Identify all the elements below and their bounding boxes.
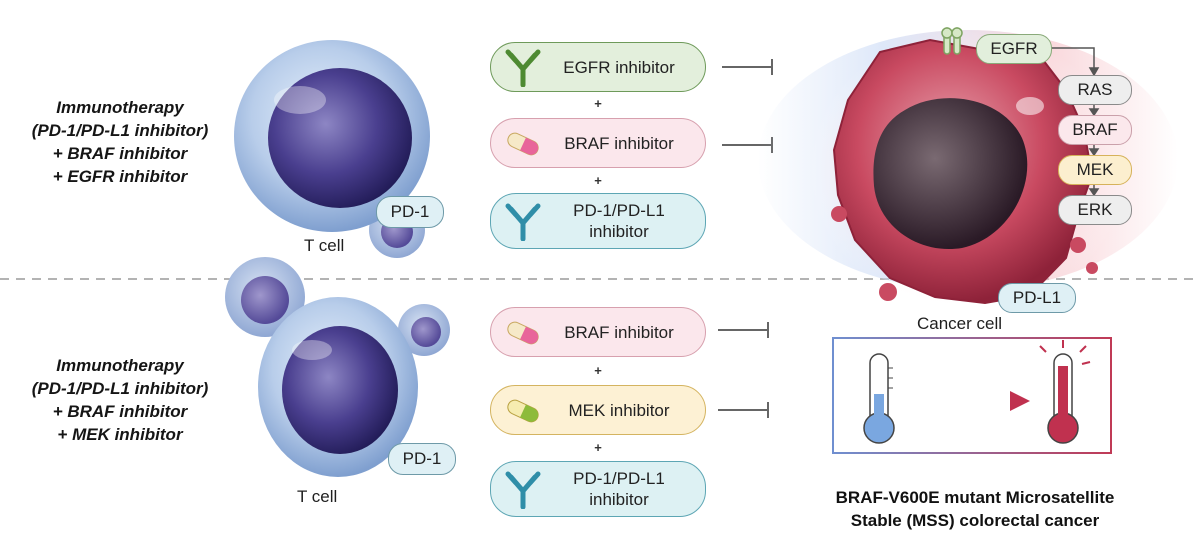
pd1-label-top: PD-1 bbox=[376, 196, 444, 228]
cold-to-hot-panel bbox=[832, 337, 1112, 454]
strategy-bottom: Immunotherapy (PD-1/PD-L1 inhibitor) + B… bbox=[0, 354, 240, 446]
drug-braf-inhibitor-top: BRAF inhibitor bbox=[490, 118, 706, 168]
plus-sign: + bbox=[594, 173, 602, 188]
egfr-receptor-icon bbox=[941, 27, 963, 55]
pathway-ras: RAS bbox=[1058, 75, 1132, 105]
t-cell-top bbox=[234, 40, 430, 258]
drug-label: BRAF inhibitor bbox=[564, 322, 674, 342]
strategy-top: Immunotherapy (PD-1/PD-L1 inhibitor) + B… bbox=[0, 96, 240, 188]
cancer-type-caption: BRAF-V600E mutant Microsatellite Stable … bbox=[800, 486, 1150, 532]
capsule-icon bbox=[507, 321, 539, 345]
pd1-label-bottom: PD-1 bbox=[388, 443, 456, 475]
antibody-icon bbox=[505, 203, 541, 241]
drug-braf-inhibitor-bottom: BRAF inhibitor bbox=[490, 307, 706, 357]
t-cell-label-top: T cell bbox=[304, 236, 345, 255]
pathway-mek: MEK bbox=[1058, 155, 1132, 185]
strategy-line: + BRAF inhibitor bbox=[52, 144, 188, 163]
drug-pd1-pdl1-inhibitor-top: PD-1/PD-L1 inhibitor bbox=[490, 193, 706, 249]
cancer-cell bbox=[758, 30, 1178, 310]
strategy-line: (PD-1/PD-L1 inhibitor) bbox=[31, 121, 209, 140]
plus-sign: + bbox=[594, 440, 602, 455]
pathway-braf: BRAF bbox=[1058, 115, 1132, 145]
drug-egfr-inhibitor-top: EGFR inhibitor bbox=[490, 42, 706, 92]
strategy-line: Immunotherapy bbox=[56, 98, 184, 117]
plus-sign: + bbox=[594, 363, 602, 378]
strategy-line: + BRAF inhibitor bbox=[52, 402, 188, 421]
caption-line: BRAF-V600E mutant Microsatellite bbox=[835, 488, 1115, 507]
t-cell-bottom bbox=[225, 257, 450, 477]
plus-sign: + bbox=[594, 96, 602, 111]
drug-label: PD-1/PD-L1 inhibitor bbox=[573, 469, 665, 509]
inhibition-markers bbox=[718, 59, 773, 418]
drug-label: BRAF inhibitor bbox=[564, 133, 674, 153]
antibody-icon bbox=[505, 471, 541, 509]
caption-line: Stable (MSS) colorectal cancer bbox=[850, 511, 1100, 530]
strategy-line: Immunotherapy bbox=[56, 356, 184, 375]
pathway-egfr: EGFR bbox=[976, 34, 1052, 64]
strategy-line: + EGFR inhibitor bbox=[52, 167, 188, 186]
antibody-icon bbox=[505, 49, 541, 87]
pdl1-label: PD-L1 bbox=[998, 283, 1076, 313]
drug-mek-inhibitor-bottom: MEK inhibitor bbox=[490, 385, 706, 435]
capsule-icon bbox=[507, 132, 539, 156]
drug-label: MEK inhibitor bbox=[568, 400, 670, 420]
pathway-erk: ERK bbox=[1058, 195, 1132, 225]
drug-pd1-pdl1-inhibitor-bottom: PD-1/PD-L1 inhibitor bbox=[490, 461, 706, 517]
cancer-cell-label: Cancer cell bbox=[917, 314, 1003, 333]
t-cell-label-bottom: T cell bbox=[297, 487, 338, 506]
drug-label: EGFR inhibitor bbox=[563, 57, 675, 77]
drug-label: PD-1/PD-L1 inhibitor bbox=[573, 201, 665, 241]
strategy-line: + MEK inhibitor bbox=[57, 425, 183, 444]
capsule-icon bbox=[507, 399, 539, 423]
strategy-line: (PD-1/PD-L1 inhibitor) bbox=[31, 379, 209, 398]
